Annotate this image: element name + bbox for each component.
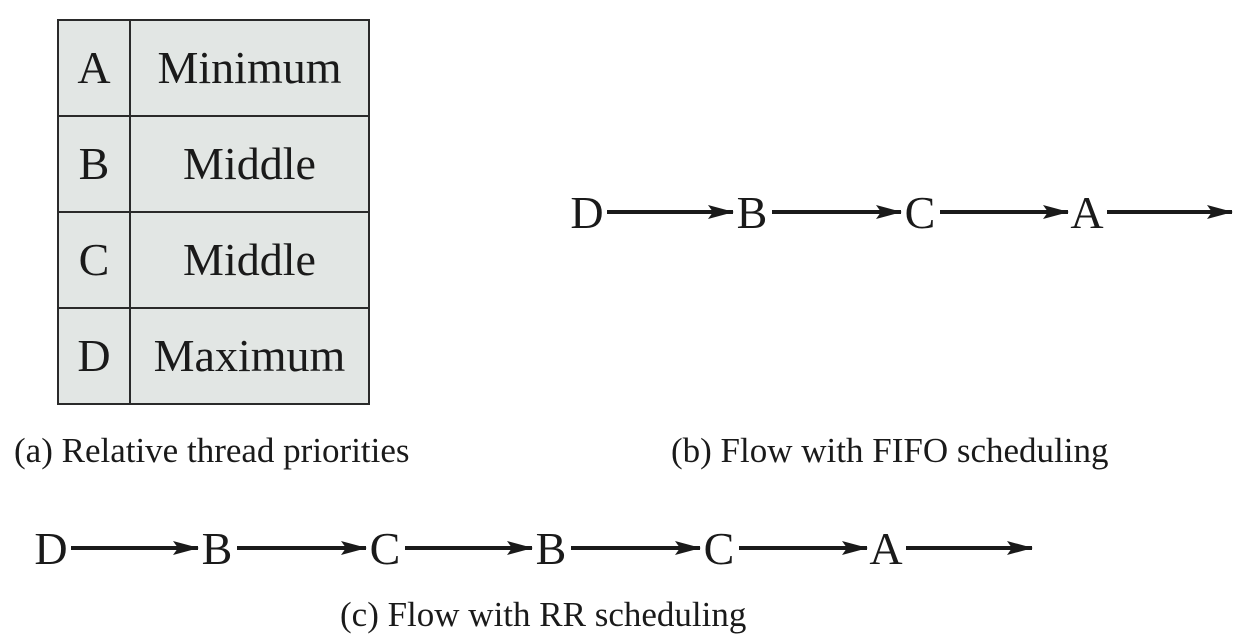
thread-label: A	[77, 42, 110, 93]
thread-label: C	[79, 234, 110, 285]
flow-node: B	[737, 187, 768, 238]
priority-label: Minimum	[157, 42, 341, 93]
flow-node: A	[1070, 187, 1103, 238]
flow-node: B	[536, 523, 567, 574]
caption-fifo-scheduling: (b) Flow with FIFO scheduling	[671, 431, 1109, 470]
table-border	[57, 19, 370, 405]
flow-node: C	[370, 523, 401, 574]
table-row-background	[57, 115, 370, 213]
flow-node: C	[905, 187, 936, 238]
table-row: B Middle	[57, 115, 370, 213]
caption-relative-thread-priorities: (a) Relative thread priorities	[14, 431, 410, 470]
priority-label: Middle	[183, 234, 316, 285]
table-row: D Maximum	[57, 307, 370, 405]
caption-rr-scheduling: (c) Flow with RR scheduling	[340, 595, 747, 634]
table-row-background	[57, 19, 370, 117]
priority-label: Middle	[183, 138, 316, 189]
table-row: A Minimum	[57, 19, 370, 117]
flow-node: D	[570, 187, 603, 238]
priority-label: Maximum	[154, 330, 346, 381]
flow-node: C	[704, 523, 735, 574]
flow-node: D	[34, 523, 67, 574]
table-row-background	[57, 307, 370, 405]
thread-label: D	[77, 330, 110, 381]
flow-node: A	[869, 523, 902, 574]
table-row: C Middle	[57, 211, 370, 309]
flow-node: B	[202, 523, 233, 574]
thread-label: B	[79, 138, 110, 189]
table-row-background	[57, 211, 370, 309]
